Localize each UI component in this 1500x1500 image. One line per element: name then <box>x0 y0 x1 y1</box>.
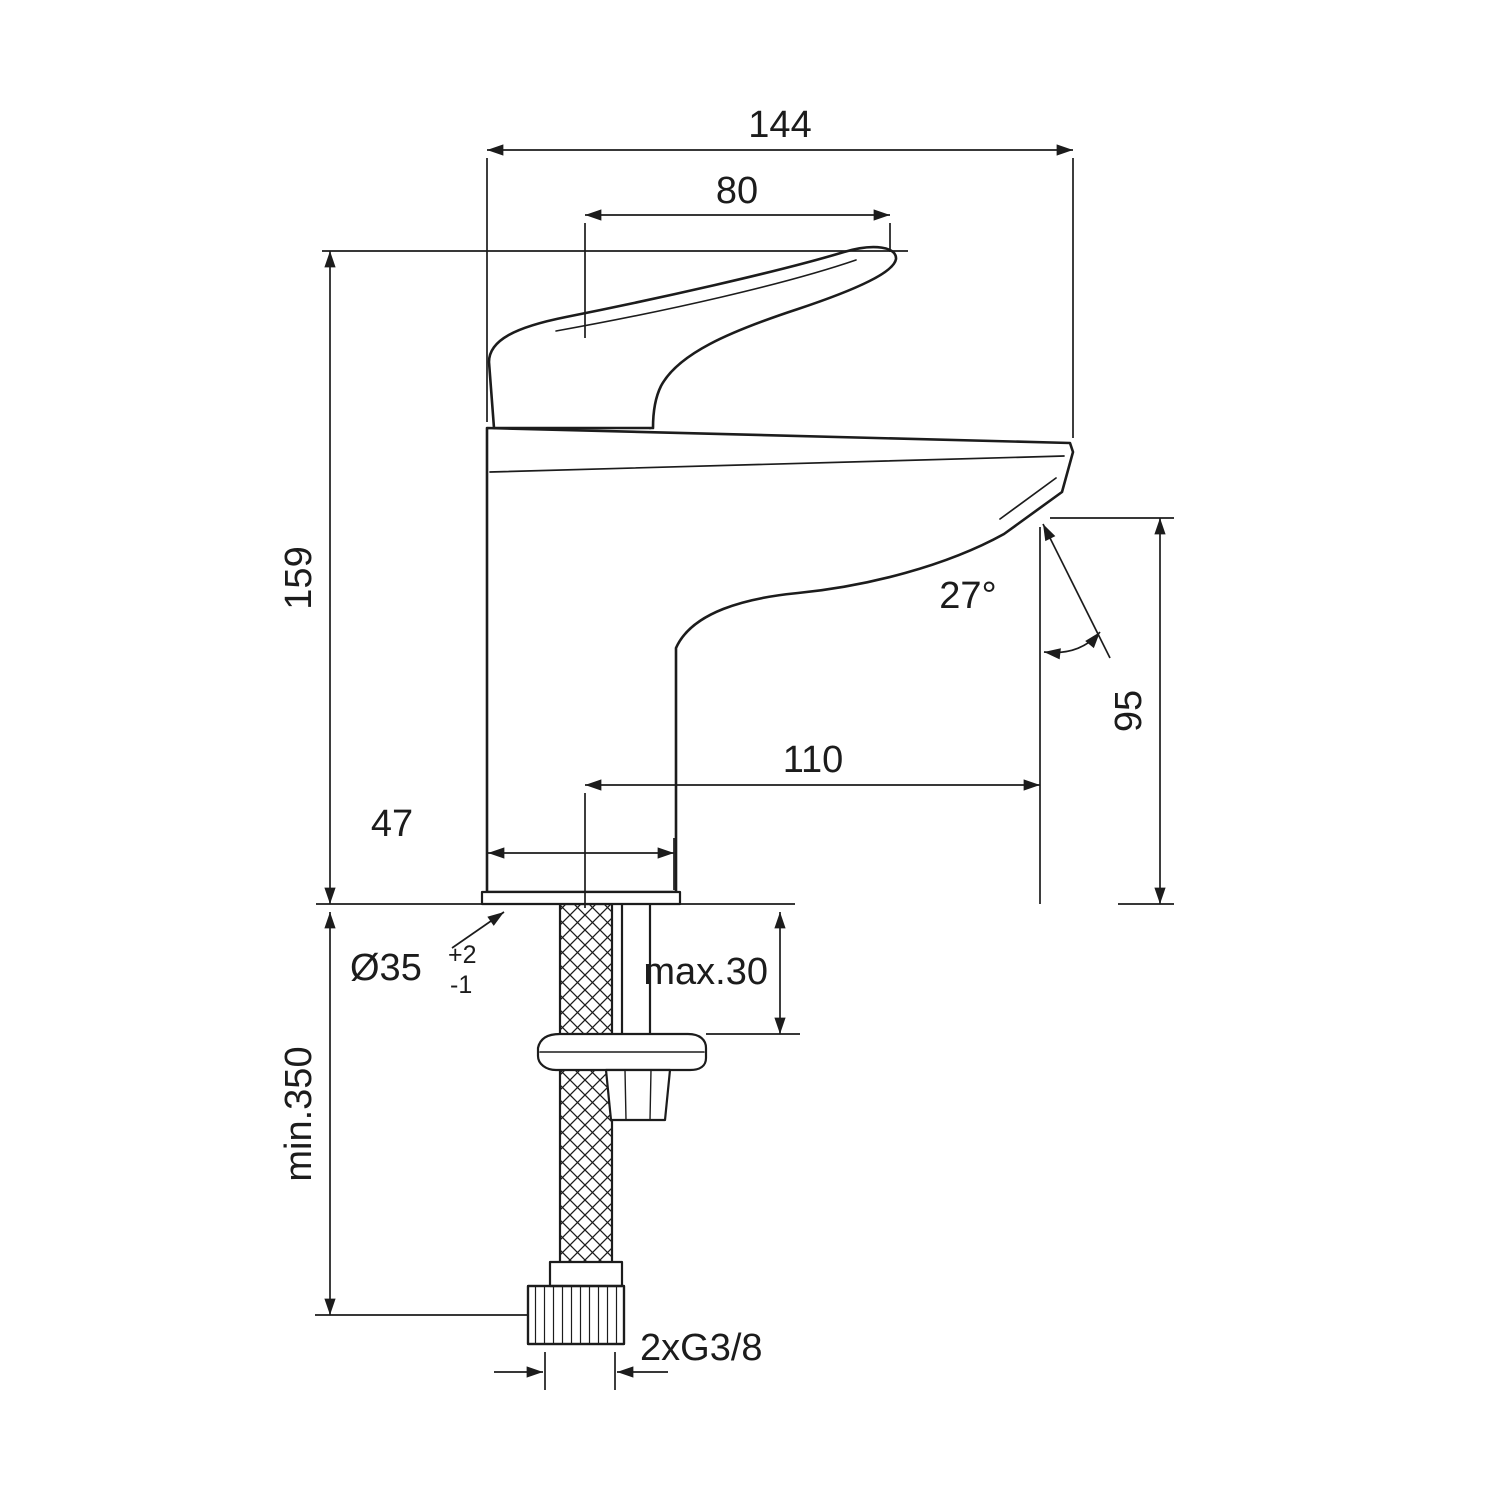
base-flange <box>480 890 682 906</box>
dim-thread-lines <box>494 1352 668 1390</box>
aerator-face-line <box>999 477 1057 520</box>
lever-highlight-line <box>555 259 857 332</box>
dim-144-lines <box>486 144 1074 438</box>
dim-max30-lines <box>706 912 800 1035</box>
dim-total-height-label: 159 <box>278 546 320 609</box>
dim-27deg-lines <box>1042 523 1111 660</box>
dim-spout-height-label: 95 <box>1108 690 1150 732</box>
dim-spout-reach-label: 110 <box>783 739 844 781</box>
dim-max-deck-label: max.30 <box>643 951 768 993</box>
dim-hole-diameter-label: Ø35 <box>350 947 422 989</box>
dim-body-width-label: 47 <box>371 803 413 845</box>
dim-spout-angle-label: 27° <box>939 575 996 617</box>
faucet-body <box>485 426 1075 894</box>
dim-min350-lines <box>315 912 528 1316</box>
dim-thread-label: 2xG3/8 <box>640 1327 763 1369</box>
dim-hole-tol-upper-label: +2 <box>448 941 477 969</box>
dim-80-lines <box>584 209 891 338</box>
dim-hole-leader <box>451 911 505 949</box>
hose-connection-nut <box>526 1260 626 1346</box>
dim-159-lines <box>322 250 908 904</box>
lever-handle <box>487 245 898 430</box>
dim-95-lines <box>1050 517 1174 904</box>
dim-handle-length-label: 80 <box>716 170 758 212</box>
dim-hole-tol-lower-label: -1 <box>450 971 472 999</box>
dim-47-lines <box>488 838 675 890</box>
faucet-outline <box>480 245 1075 1346</box>
dimension-lines <box>315 144 1174 1390</box>
dimension-labels: 144 80 159 27° 95 110 47 Ø35 +2 -1 max.3… <box>278 104 1150 1369</box>
body-top-inner-line <box>489 455 1065 473</box>
dim-min-hose-label: min.350 <box>278 1046 320 1181</box>
flexible-hose <box>558 902 614 1284</box>
fixing-nut <box>604 1068 672 1122</box>
dim-overall-width-label: 144 <box>748 104 811 146</box>
